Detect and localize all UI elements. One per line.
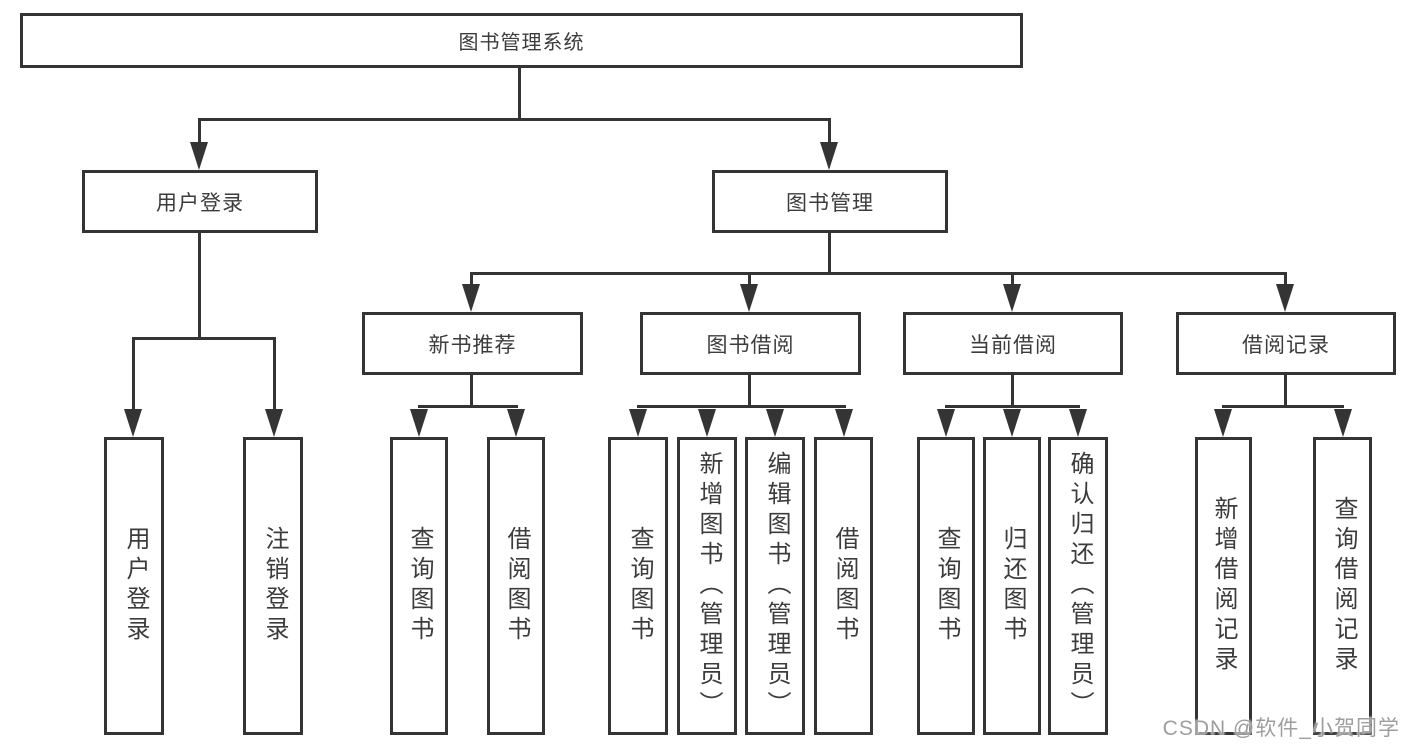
connector-login-drop [132, 337, 135, 411]
connector-current-borrow-rail [945, 405, 1080, 408]
connector-borrow-records-drop [1284, 272, 1287, 286]
arrow-down-icon [1276, 284, 1294, 312]
connector-new-book-rail [418, 405, 518, 408]
connector-root-stem [518, 68, 521, 121]
leaf-current-query-books: 查询图书 [917, 437, 975, 735]
connector-new-book-drop [470, 272, 473, 286]
node-book-management: 图书管理 [712, 170, 948, 233]
connector-borrow-records-rail [1222, 405, 1344, 408]
leaf-add-borrow-record: 新增借阅记录 [1195, 437, 1252, 735]
node-user-login: 用户登录 [82, 170, 318, 233]
connector-book-borrow-drop [748, 272, 751, 286]
node-current-borrowing: 当前借阅 [903, 312, 1123, 375]
connector-level3-rail [470, 272, 1287, 275]
node-new-book-recommend: 新书推荐 [362, 312, 583, 375]
connector-book-mgmt-drop [828, 118, 831, 144]
csdn-watermark: CSDN @软件_小贺同学 [1162, 717, 1400, 740]
arrow-down-icon [835, 409, 853, 437]
arrow-down-icon [1003, 409, 1021, 437]
connector-user-login-drop [198, 118, 201, 144]
arrow-down-icon [1069, 409, 1087, 437]
leaf-add-books-admin: 新增图书（管理员） [677, 437, 737, 735]
node-book-borrowing: 图书借阅 [640, 312, 861, 375]
arrow-down-icon [820, 142, 838, 170]
arrow-down-icon [698, 409, 716, 437]
leaf-borrow-books: 借阅图书 [814, 437, 873, 735]
arrow-down-icon [265, 409, 283, 437]
leaf-confirm-return-admin: 确认归还（管理员） [1048, 437, 1108, 735]
leaf-return-books: 归还图书 [983, 437, 1041, 735]
arrow-down-icon [462, 284, 480, 312]
connector-logout-drop [273, 337, 276, 411]
arrow-down-icon [740, 284, 758, 312]
connector-book-borrow-rail [637, 405, 846, 408]
leaf-recommend-query-books: 查询图书 [390, 437, 448, 735]
leaf-user-login: 用户登录 [104, 437, 164, 735]
connector-current-borrow-drop [1011, 272, 1014, 286]
connector-user-login-stem [198, 233, 201, 340]
arrow-down-icon [1214, 409, 1232, 437]
leaf-recommend-borrow-books: 借阅图书 [487, 437, 545, 735]
arrow-down-icon [1003, 284, 1021, 312]
arrow-down-icon [190, 142, 208, 170]
leaf-logout: 注销登录 [243, 437, 303, 735]
connector-borrow-records-stem [1284, 375, 1287, 408]
arrow-down-icon [937, 409, 955, 437]
arrow-down-icon [766, 409, 784, 437]
leaf-borrow-query-books: 查询图书 [608, 437, 668, 735]
arrow-down-icon [124, 409, 142, 437]
arrow-down-icon [1334, 409, 1352, 437]
arrow-down-icon [410, 409, 428, 437]
connector-level2-rail [198, 118, 831, 121]
node-library-management-system: 图书管理系统 [20, 13, 1023, 68]
connector-book-mgmt-stem [828, 233, 831, 275]
leaf-query-borrow-record: 查询借阅记录 [1313, 437, 1372, 735]
connector-new-book-stem [470, 375, 473, 408]
arrow-down-icon [507, 409, 525, 437]
connector-current-borrow-stem [1011, 375, 1014, 408]
node-borrowing-records: 借阅记录 [1176, 312, 1396, 375]
leaf-edit-books-admin: 编辑图书（管理员） [745, 437, 805, 735]
connector-user-login-rail [132, 337, 276, 340]
arrow-down-icon [629, 409, 647, 437]
connector-book-borrow-stem [748, 375, 751, 408]
